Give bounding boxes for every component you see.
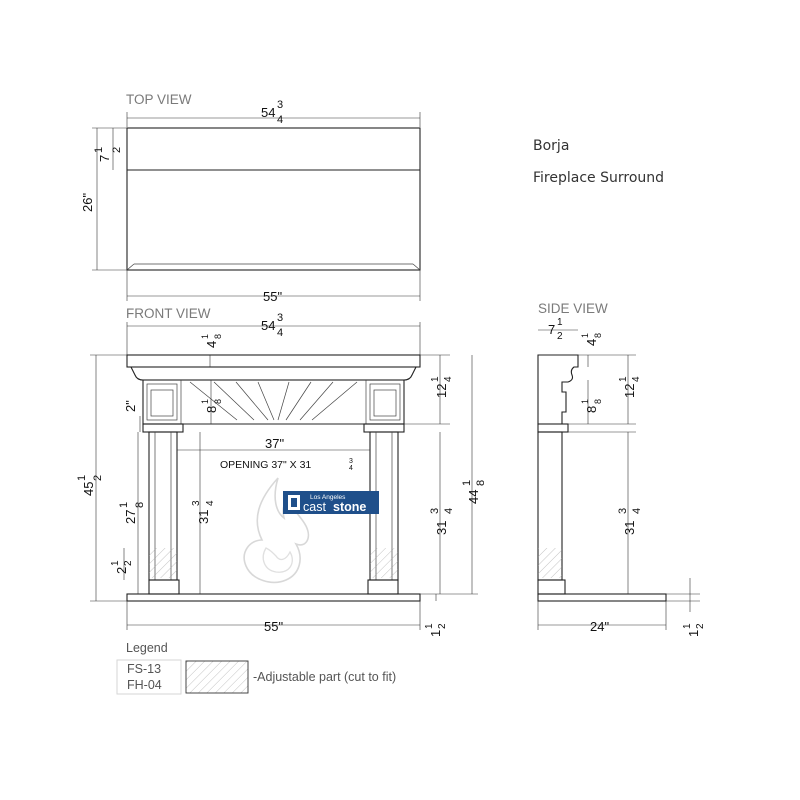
product-name: Borja (533, 138, 570, 154)
front-opening-height-value: 31 (196, 510, 211, 524)
front-bottom-width-value: 55" (264, 619, 283, 634)
caststone-logo: Los Angeles cast stone (283, 491, 379, 514)
side-shelf-height-value: 4 (584, 339, 599, 346)
front-adj-height-value: 2 (114, 567, 129, 574)
legend: Legend FS-13 FH-04 -Adjustable part (cut… (116, 641, 396, 695)
front-right-opening-value: 31 (434, 521, 449, 535)
front-right-top-num: 1 (430, 376, 441, 382)
front-shelf-height-value: 4 (204, 341, 219, 348)
top-view-label: TOP VIEW (126, 92, 192, 107)
front-2-value: 2" (123, 400, 138, 412)
front-opening-height-den: 4 (205, 500, 216, 506)
legend-description: -Adjustable part (cut to fit) (253, 670, 396, 684)
top-width-den: 4 (277, 114, 283, 126)
legend-hatch-swatch (185, 660, 249, 694)
side-upper-height-value: 12 (622, 384, 637, 398)
side-adjustable-area (538, 548, 562, 578)
front-frieze-height-den: 8 (213, 399, 223, 404)
front-adj-height-num: 1 (110, 560, 121, 566)
side-upper-height-num: 1 (618, 376, 629, 382)
front-right-total-value: 44 (466, 490, 481, 504)
side-hearth (537, 593, 667, 602)
side-frieze-height-den: 8 (593, 399, 603, 404)
opening-label: OPENING 37" X 31 (220, 459, 311, 471)
front-hearth-height-den: 2 (437, 623, 448, 629)
side-hearth-height-den: 2 (695, 623, 706, 629)
front-frieze-height-value: 8 (204, 406, 219, 413)
side-view: SIDE VIEW 7 1 2 4 1 8 8 1 8 12 1 4 31 (537, 301, 706, 637)
front-total-height-value: 45 (81, 482, 96, 496)
legend-code1: FS-13 (127, 662, 161, 676)
side-shelf-height-den: 8 (593, 333, 603, 338)
front-opening-height-num: 3 (191, 500, 202, 506)
front-hearth-height-num: 1 (424, 623, 435, 629)
sunburst-carving (180, 380, 367, 425)
logo-line2b: stone (333, 500, 366, 514)
top-depth-value: 26" (80, 193, 95, 212)
opening-den: 4 (349, 465, 353, 472)
opening-num: 3 (349, 458, 353, 465)
front-leg-height-num: 1 (118, 502, 130, 508)
front-view-label: FRONT VIEW (126, 306, 211, 321)
front-top-width-value: 54 (261, 318, 275, 333)
side-frieze-height-value: 8 (584, 406, 599, 413)
top-bottom-width-value: 55" (263, 289, 282, 304)
logo-line1: Los Angeles (310, 494, 346, 501)
side-top-depth-num: 1 (557, 317, 563, 328)
front-leg-height-den: 8 (134, 502, 146, 508)
front-shelf-height-den: 8 (213, 334, 223, 339)
front-right-total-num: 1 (461, 480, 473, 486)
front-shelf-height-num: 1 (200, 334, 210, 339)
side-opening-height-num: 3 (617, 508, 629, 514)
side-profile-upper (537, 354, 579, 425)
legend-code2: FH-04 (127, 678, 162, 692)
front-right-top-value: 12 (434, 384, 449, 398)
top-front-depth-value: 7 (97, 155, 112, 162)
top-width-num: 3 (277, 99, 283, 111)
opening-width-value: 37" (265, 436, 284, 451)
side-frieze-height-num: 1 (580, 399, 590, 404)
side-opening-height-den: 4 (631, 508, 643, 514)
front-hearth (126, 593, 421, 602)
front-frieze-height-num: 1 (200, 399, 210, 404)
front-leg-height-value: 27 (123, 510, 138, 524)
front-right-opening-num: 3 (429, 508, 441, 514)
front-top-width-den: 4 (277, 327, 283, 339)
side-upper-height-den: 4 (631, 376, 642, 382)
front-shelf (126, 354, 421, 368)
top-width-value: 54 (261, 105, 275, 120)
side-hearth-height-num: 1 (682, 623, 693, 629)
front-right-top-den: 4 (443, 376, 454, 382)
top-front-depth-den: 2 (111, 147, 123, 153)
side-bottom-depth-value: 24" (590, 619, 609, 634)
side-shelf-height-num: 1 (580, 333, 590, 338)
legend-title: Legend (126, 641, 168, 655)
right-adjustable-area (370, 548, 398, 578)
top-front-depth-num: 1 (93, 147, 105, 153)
top-shelf-outline (126, 127, 421, 271)
side-opening-height-value: 31 (622, 521, 637, 535)
front-total-height-den: 2 (92, 475, 104, 481)
side-view-label: SIDE VIEW (538, 301, 608, 316)
product-subtitle: Fireplace Surround (533, 170, 665, 186)
top-view: TOP VIEW 54 3 4 26" 7 1 2 55" (80, 92, 421, 304)
left-adjustable-area (149, 548, 177, 578)
front-view: FRONT VIEW 54 3 4 (76, 306, 487, 637)
front-right-total-den: 8 (475, 480, 487, 486)
front-adj-height-den: 2 (123, 560, 134, 566)
side-top-depth-value: 7 (548, 322, 555, 337)
side-hearth-height-value: 1 (686, 630, 701, 637)
logo-line2a: cast (303, 500, 326, 514)
front-hearth-height-value: 1 (428, 630, 443, 637)
front-total-height-num: 1 (76, 475, 88, 481)
front-frieze (142, 379, 405, 425)
legend-code-box (116, 659, 182, 695)
front-right-opening-den: 4 (443, 508, 455, 514)
front-top-width-num: 3 (277, 312, 283, 324)
side-top-depth-den: 2 (557, 331, 563, 342)
